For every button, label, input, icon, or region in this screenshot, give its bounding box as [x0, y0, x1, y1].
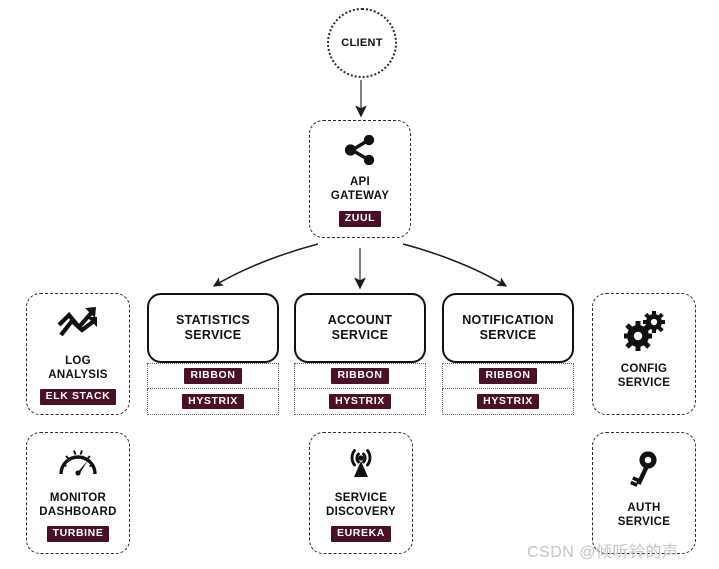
- badge-eureka: EUREKA: [331, 526, 391, 542]
- node-client[interactable]: CLIENT: [327, 8, 397, 78]
- key-icon: [627, 450, 661, 495]
- badge-zuul: ZUUL: [338, 211, 382, 227]
- watermark: CSDN @倾听铃的声: [527, 544, 679, 561]
- notification-service-label: NOTIFICATION SERVICE: [462, 313, 554, 342]
- auth-service-label: AUTH SERVICE: [617, 501, 671, 528]
- log-analysis-label: LOG ANALYSIS: [48, 355, 108, 381]
- notification-service-hystrix-row: HYSTRIX: [442, 389, 574, 415]
- config-service-label: CONFIG SERVICE: [617, 362, 671, 389]
- node-statistics-service[interactable]: STATISTICS SERVICE RIBBON HYSTRIX: [147, 293, 279, 415]
- badge-ribbon: RIBBON: [479, 368, 537, 384]
- badge-hystrix: HYSTRIX: [477, 393, 539, 410]
- arrow-gateway-to-notification: [402, 243, 508, 287]
- account-service-head[interactable]: ACCOUNT SERVICE: [294, 293, 426, 363]
- node-config-service[interactable]: CONFIG SERVICE: [592, 293, 696, 415]
- statistics-service-hystrix-row: HYSTRIX: [147, 389, 279, 415]
- api-gateway-label: API GATEWAY: [330, 176, 390, 202]
- share-nodes-icon: [343, 134, 377, 170]
- broadcast-antenna-icon: [339, 444, 383, 485]
- badge-ribbon: RIBBON: [184, 368, 242, 384]
- badge-hystrix: HYSTRIX: [182, 393, 244, 410]
- node-api-gateway[interactable]: API GATEWAY ZUUL: [309, 120, 411, 238]
- node-service-discovery[interactable]: SERVICE DISCOVERY EUREKA: [309, 432, 413, 554]
- notification-service-ribbon-row: RIBBON: [442, 363, 574, 389]
- node-monitor-dashboard[interactable]: MONITOR DASHBOARD TURBINE: [26, 432, 130, 554]
- badge-turbine: TURBINE: [46, 526, 110, 542]
- client-label: CLIENT: [341, 36, 383, 49]
- service-discovery-label: SERVICE DISCOVERY: [325, 492, 396, 518]
- node-log-analysis[interactable]: LOG ANALYSIS ELK STACK: [26, 293, 130, 415]
- gauge-icon: [57, 444, 99, 485]
- node-auth-service[interactable]: AUTH SERVICE: [592, 432, 696, 554]
- badge-elk-stack: ELK STACK: [39, 389, 117, 405]
- arrow-gateway-to-statistics: [212, 243, 319, 287]
- statistics-service-head[interactable]: STATISTICS SERVICE: [147, 293, 279, 363]
- statistics-service-label: STATISTICS SERVICE: [175, 313, 251, 342]
- badge-ribbon: RIBBON: [331, 368, 389, 384]
- account-service-label: ACCOUNT SERVICE: [327, 313, 393, 342]
- account-service-ribbon-row: RIBBON: [294, 363, 426, 389]
- trend-arrows-icon: [55, 303, 101, 348]
- node-account-service[interactable]: ACCOUNT SERVICE RIBBON HYSTRIX: [294, 293, 426, 415]
- badge-hystrix: HYSTRIX: [329, 393, 391, 410]
- notification-service-head[interactable]: NOTIFICATION SERVICE: [442, 293, 574, 363]
- account-service-hystrix-row: HYSTRIX: [294, 389, 426, 415]
- node-notification-service[interactable]: NOTIFICATION SERVICE RIBBON HYSTRIX: [442, 293, 574, 415]
- statistics-service-ribbon-row: RIBBON: [147, 363, 279, 389]
- gears-icon: [623, 310, 665, 356]
- monitor-dashboard-label: MONITOR DASHBOARD: [39, 492, 117, 518]
